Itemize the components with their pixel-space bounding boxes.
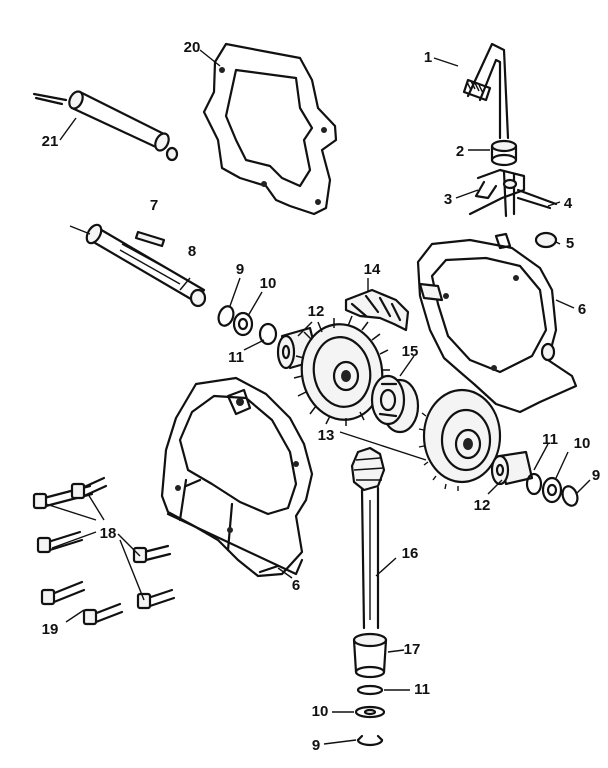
- callout-10-bottom: 10: [312, 703, 329, 720]
- part-21-shaft: [32, 90, 179, 162]
- part-1-bent-rod: [462, 42, 510, 140]
- bolt-d: [132, 544, 172, 564]
- part-7-key: [134, 230, 166, 248]
- bolt-c: [36, 530, 84, 554]
- part-6-upper-housing: [416, 232, 578, 414]
- callout-14: 14: [364, 261, 381, 278]
- callout-11-right: 11: [542, 431, 558, 448]
- bolt-g: [82, 602, 124, 626]
- callout-19: 19: [42, 621, 59, 638]
- callout-9-left: 9: [236, 261, 244, 278]
- part-5-cap: [534, 231, 558, 249]
- callout-2: 2: [456, 143, 464, 160]
- part-10-washer-a: [232, 311, 254, 337]
- callout-13: 13: [318, 427, 335, 444]
- bolt-f: [40, 580, 86, 606]
- callout-20: 20: [184, 39, 201, 56]
- part-20-gasket-plate: [202, 42, 338, 216]
- part-13-bevel-gear: [293, 315, 390, 426]
- callout-12-right: 12: [474, 497, 491, 514]
- part-12-bearing-b: [490, 450, 534, 486]
- callout-18: 18: [100, 525, 117, 542]
- callout-4: 4: [564, 195, 573, 212]
- callout-9-right: 9: [592, 467, 600, 484]
- part-10-washer-b: [541, 476, 563, 504]
- part-6-lower-housing: [160, 376, 314, 578]
- part-9-retaining-ring-a: [217, 305, 235, 327]
- part-16-pinion-shaft: [350, 446, 386, 630]
- callout-17: 17: [404, 641, 421, 658]
- part-18-bolts: [32, 476, 176, 610]
- callout-15: 15: [402, 343, 419, 360]
- callout-9-bottom: 9: [312, 737, 320, 754]
- callout-5: 5: [566, 235, 574, 252]
- callout-16: 16: [402, 545, 419, 562]
- callout-3: 3: [444, 191, 452, 208]
- callout-1: 1: [424, 49, 432, 66]
- part-4-pin: [516, 188, 558, 210]
- part-19-bolts: [40, 580, 124, 626]
- spur-gear: [418, 388, 502, 491]
- part-2-bushing: [490, 139, 518, 167]
- callout-labels: 1 2 3 4 5 6 6 7 8 9 9 9 10 10 10 11 11 1…: [42, 39, 601, 754]
- part-11-shim-a: [258, 322, 278, 346]
- callout-11-bottom: 11: [414, 681, 430, 698]
- part-9-retaining-ring-c: [356, 734, 384, 747]
- callout-10-left: 10: [260, 275, 277, 292]
- part-15-clutch-dog: [370, 374, 420, 434]
- leader-lines: [45, 49, 591, 745]
- part-10-washer-c: [354, 705, 386, 719]
- callout-21: 21: [42, 133, 59, 150]
- bolt-e: [136, 588, 176, 610]
- part-17-bushing: [352, 632, 388, 679]
- part-14-shift-collar: [344, 288, 410, 332]
- part-3-shift-fork: [468, 168, 526, 218]
- callout-6-lower: 6: [292, 577, 300, 594]
- callout-8: 8: [188, 243, 196, 260]
- part-11-shim-b: [525, 472, 543, 496]
- callout-12-left: 12: [308, 303, 325, 320]
- part-11-shim-c: [356, 684, 384, 696]
- callout-7: 7: [150, 197, 158, 214]
- callout-6-upper: 6: [578, 301, 586, 318]
- callout-11-left: 11: [228, 349, 244, 366]
- callout-10-right: 10: [574, 435, 591, 452]
- part-9-retaining-ring-b: [561, 485, 579, 507]
- part-8-axle-shaft: [69, 223, 207, 308]
